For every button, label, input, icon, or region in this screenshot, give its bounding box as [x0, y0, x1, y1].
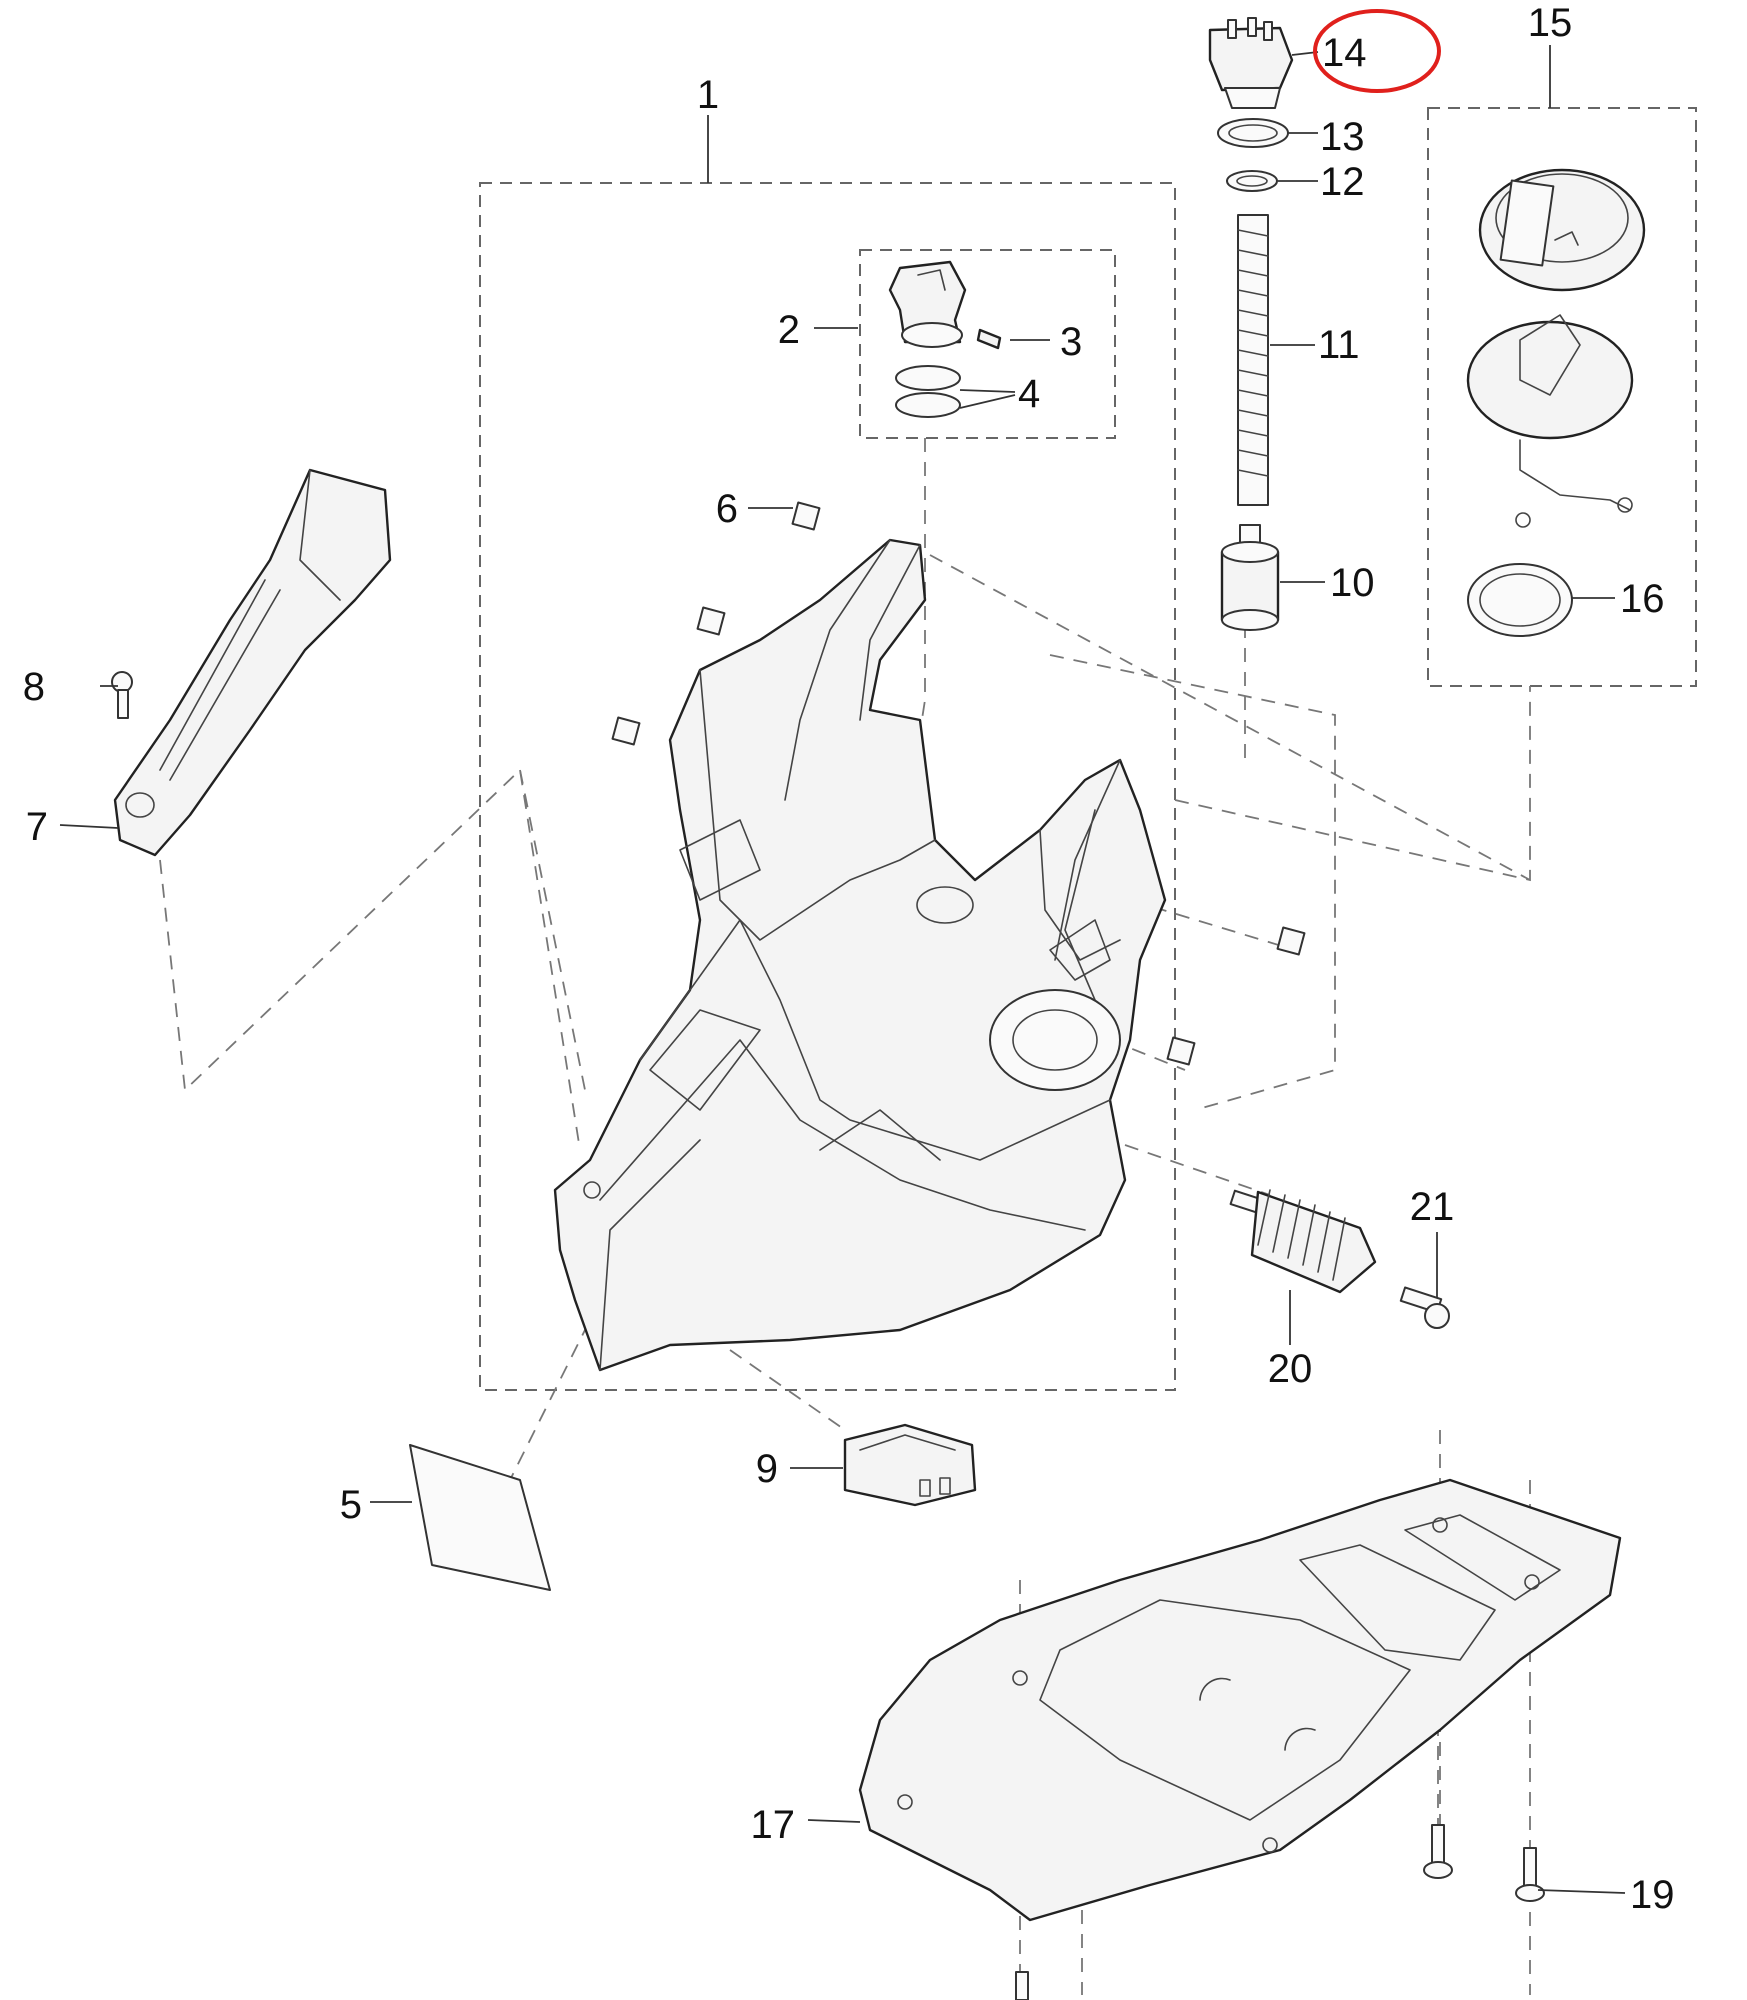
highlight-circle: [1313, 9, 1441, 93]
pad: [409, 1444, 551, 1591]
callout-4: 4: [1018, 372, 1040, 416]
screw-19: [1015, 1824, 1545, 2000]
callout-5: 5: [340, 1483, 362, 1527]
vent-cap: [888, 260, 967, 348]
side-grip: [113, 468, 392, 857]
assembly-frame-15: [1427, 107, 1697, 687]
fuel-cap-14: [1208, 17, 1294, 109]
nut-clips: [611, 501, 1306, 1066]
fuel-hose-11: [1237, 214, 1269, 506]
base-plate-17: [858, 1478, 1622, 1922]
callout-8: 8: [23, 665, 45, 709]
screw-21: [1399, 1286, 1450, 1329]
assembly-frame-1: [479, 182, 1176, 1391]
callouts: 1 2 3 4 5 6 7 8 9 10 11 12 13 14 15 16 1…: [23, 1, 1675, 1917]
callout-16: 16: [1620, 577, 1665, 621]
o-rings: [895, 365, 961, 418]
rubber-block: [843, 1423, 977, 1507]
spring-20: [1229, 1189, 1377, 1294]
callout-10: 10: [1330, 561, 1375, 605]
callout-11: 11: [1318, 323, 1360, 367]
vent-screw: [976, 328, 1002, 350]
callout-13: 13: [1320, 115, 1365, 159]
callout-14: 14: [1322, 31, 1367, 75]
callout-15: 15: [1528, 1, 1573, 45]
callout-3: 3: [1060, 320, 1082, 364]
tank-housing: [553, 538, 1167, 1372]
callout-7: 7: [26, 805, 48, 849]
callout-9: 9: [756, 1447, 778, 1491]
fuel-cap-assembly-15: [1466, 168, 1646, 637]
callout-20: 20: [1268, 1347, 1313, 1391]
assembly-frame-2: [859, 249, 1116, 439]
callout-6: 6: [716, 487, 738, 531]
callout-2: 2: [778, 308, 800, 352]
fuel-filter-10: [1220, 524, 1280, 631]
callout-17: 17: [751, 1803, 796, 1847]
callout-21: 21: [1410, 1185, 1455, 1229]
callout-12: 12: [1320, 160, 1365, 204]
callout-19: 19: [1630, 1873, 1675, 1917]
callout-1: 1: [697, 73, 719, 117]
leader-lines: [59, 45, 1626, 1894]
grip-screw: [111, 671, 133, 719]
o-ring-13: [1217, 118, 1289, 148]
washer-12: [1226, 170, 1278, 192]
